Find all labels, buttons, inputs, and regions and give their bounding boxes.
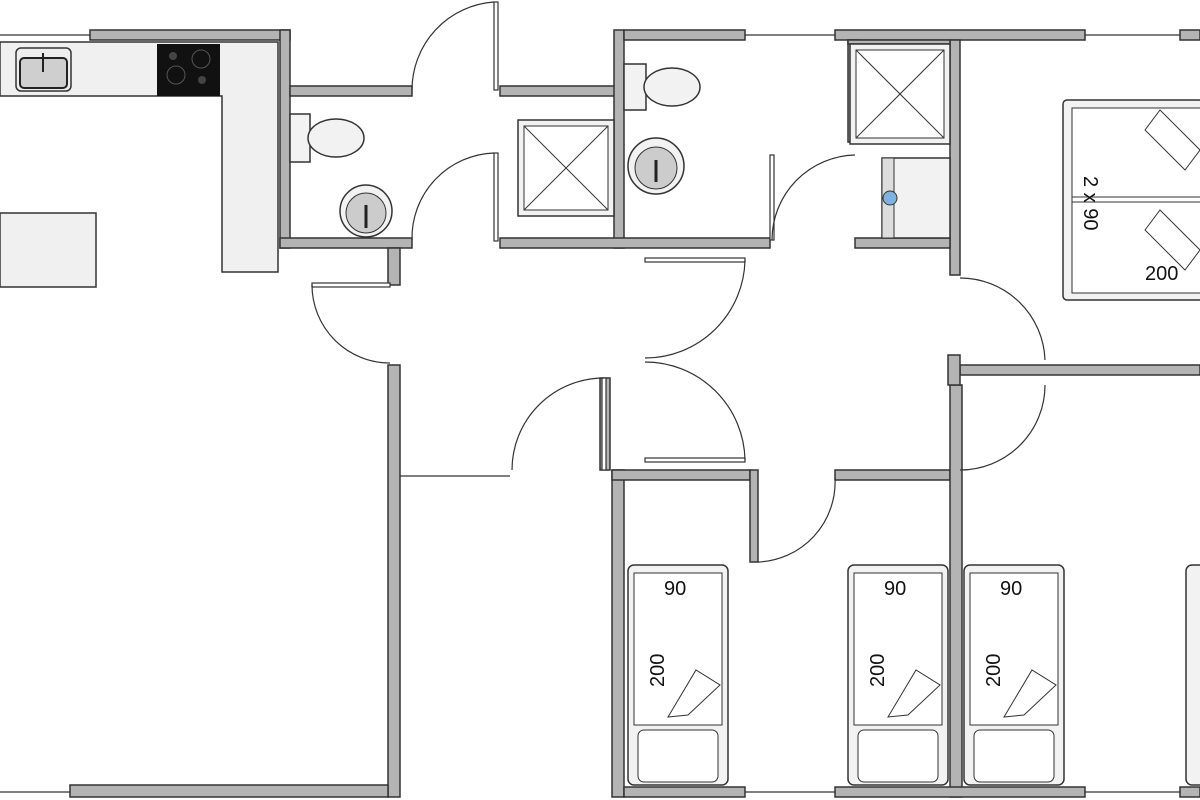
bed-width-label: 90	[664, 578, 686, 600]
double-bed-length-label: 200	[1145, 263, 1178, 285]
washbasin-icon	[627, 137, 685, 195]
kitchen-island	[0, 212, 97, 288]
double-bed: 2 x 90 200	[1062, 99, 1200, 301]
single-bed-partial	[1185, 564, 1200, 786]
single-bed: 90 200	[847, 564, 949, 786]
bed-width-label: 90	[884, 578, 906, 600]
bed-length-label: 200	[983, 654, 1005, 687]
bed-length-label: 200	[867, 654, 889, 687]
single-bed: 90 200	[963, 564, 1065, 786]
doors	[311, 1, 1046, 563]
bed-width-label: 90	[1000, 578, 1022, 600]
kitchen-sink-icon	[15, 47, 72, 92]
double-bed-width-label: 2 x 90	[1079, 176, 1101, 230]
bed-length-label: 200	[647, 654, 669, 687]
washbasin-icon	[339, 184, 393, 238]
single-bed: 90 200	[627, 564, 729, 786]
shower-icon	[849, 43, 951, 145]
washing-machine-icon	[881, 157, 951, 239]
toilet-icon	[623, 63, 701, 111]
kitchen-counter	[0, 41, 279, 288]
cooktop-icon	[157, 44, 220, 96]
windows	[0, 34, 1180, 793]
shower-icon	[517, 119, 615, 217]
toilet-icon	[289, 113, 365, 163]
